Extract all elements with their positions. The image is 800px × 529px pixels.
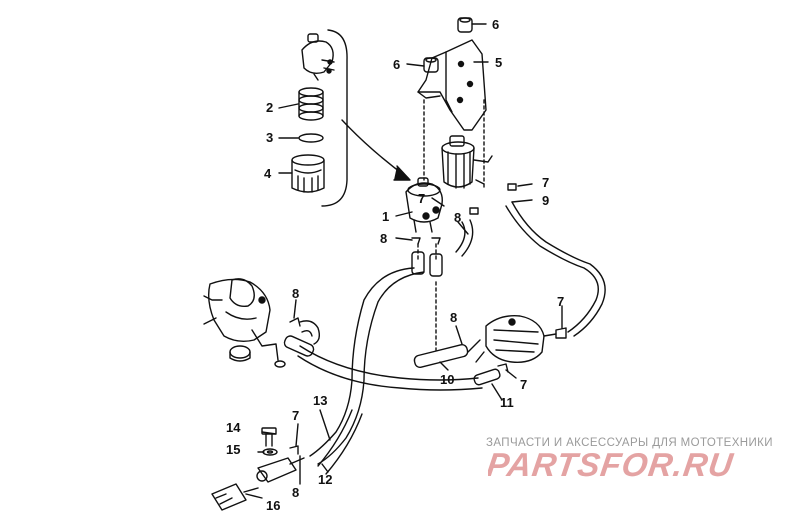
elbow-hose [299,320,321,345]
fuel-joint [256,457,305,483]
fuel-connector [211,483,259,511]
short-hose-10 [413,344,469,368]
label-8-oilpump: 8 [450,310,457,325]
label-7-lower: 7 [292,408,299,423]
label-4: 4 [264,166,272,181]
watermark-logo-text: PARTSFOR.RU [488,447,736,484]
fuel-pump-top-part [301,33,335,81]
oil-pump-body [467,315,557,363]
clamp [431,237,441,245]
return-hose [297,345,483,391]
label-6-top: 6 [492,17,499,32]
label-7-filter: 7 [542,175,549,190]
label-7-right: 7 [557,294,564,309]
rubber-mount-top [457,17,473,33]
label-7-oilpump: 7 [520,377,527,392]
bolt [261,427,277,447]
label-7-pump: 7 [418,191,425,206]
label-8-pump: 8 [454,210,461,225]
rubber-mount-left [423,57,439,73]
short-hose-11 [473,368,501,386]
label-13: 13 [313,393,327,408]
watermark-tagline: ЗАПЧАСТИ И АКСЕССУАРЫ ДЛЯ МОТОТЕХНИКИ [486,437,773,449]
filter-cup-part [291,154,325,193]
carburetor-assembly [203,278,286,368]
label-6-left: 6 [393,57,400,72]
inset-bracket [321,29,348,207]
label-5: 5 [495,55,502,70]
fuel-hose-12 [317,409,363,475]
filter-pump-hose [455,219,474,257]
label-8-left: 8 [380,231,387,246]
washer [262,448,278,456]
label-8-lower: 8 [292,485,299,500]
label-8-carb: 8 [292,286,299,301]
pump-outlet-stub [411,251,425,275]
label-2: 2 [266,100,273,115]
clamp [497,363,509,373]
label-11: 11 [500,395,514,410]
label-10: 10 [440,372,454,387]
label-14: 14 [226,420,241,435]
vent-hose [505,205,599,333]
short-hose-carb [283,335,315,357]
clamp [507,183,517,191]
label-9: 9 [542,193,549,208]
o-ring-part [298,133,324,143]
fuel-pump [405,177,443,233]
fuel-filter [441,135,493,189]
clamp [289,445,299,455]
clamp [411,237,421,245]
label-15: 15 [226,442,240,457]
label-1: 1 [382,209,389,224]
clamp [289,317,301,327]
pump-inlet-stub [429,253,443,277]
watermark-logo: PARTSFOR.RU [488,447,736,484]
label-16: 16 [266,498,280,513]
mounting-bracket [417,39,487,131]
clamp [469,207,479,215]
label-12: 12 [318,472,332,487]
clamp [555,327,567,339]
pump-spring-part [298,87,324,121]
label-3: 3 [266,130,273,145]
